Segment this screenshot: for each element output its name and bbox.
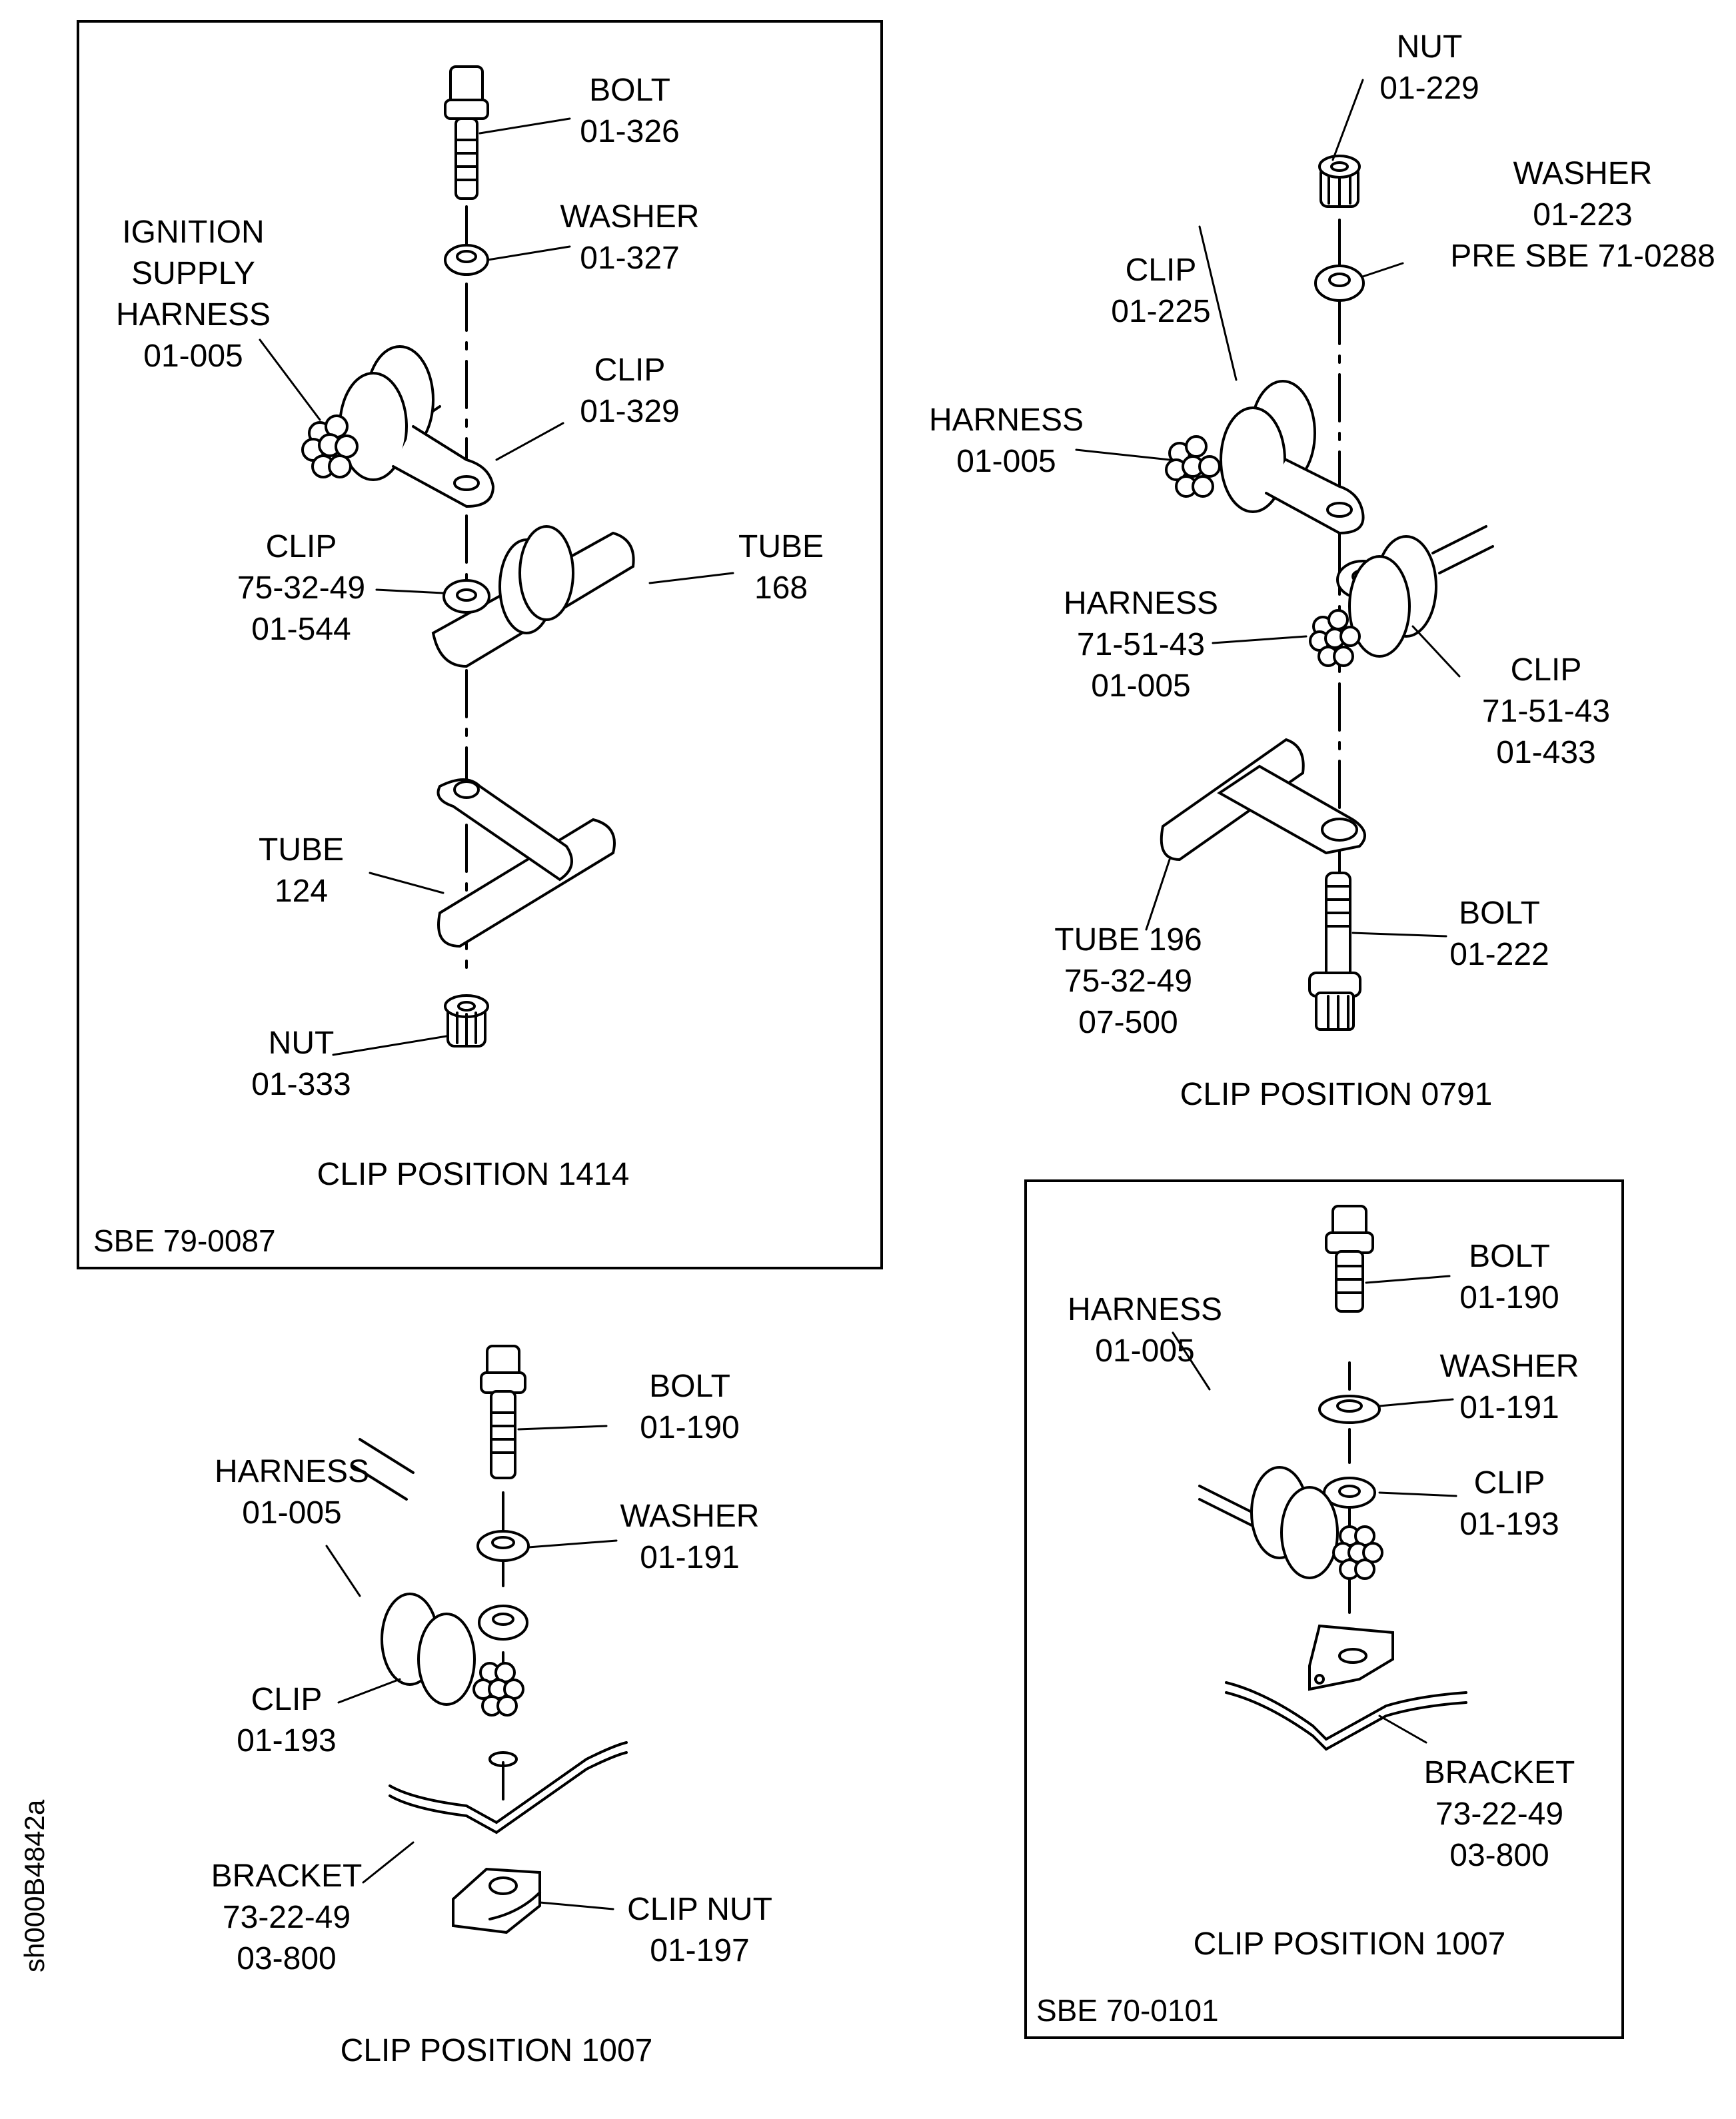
hole-icon [488,1751,518,1767]
washer-icon [476,1530,530,1562]
bracket-plate-icon [1308,1624,1394,1691]
callout-clip-01-193: CLIP 01-193 [237,1682,337,1759]
callout-harness-01-005: HARNESS 01-005 [214,1454,370,1531]
callout-harness-01-005: HARNESS 01-005 [928,402,1084,479]
callout-bolt-01-190: BOLT 01-190 [640,1369,740,1445]
callout-washer-01-327: WASHER 01-327 [560,199,700,276]
callout-nut-01-229: NUT 01-229 [1379,29,1479,106]
panel-box-1414 [77,20,883,1269]
harness-clip-icon [1198,1466,1383,1580]
bolt-icon [444,65,489,200]
washer-icon [444,244,489,276]
harness-clip-2-icon [1309,525,1494,667]
callout-clip-75-32-49: CLIP 75-32-49 01-544 [237,529,366,647]
callout-harness-71-51-43: HARNESS 71-51-43 01-005 [1063,586,1219,704]
callout-ignition-harness: IGNITION SUPPLY HARNESS 01-005 [115,215,271,374]
caption-clip-position-0791: CLIP POSITION 0791 [1180,1077,1493,1112]
callout-bolt-01-326: BOLT 01-326 [580,73,680,149]
bolt-icon [1325,1205,1374,1313]
callout-washer-01-191: WASHER 01-191 [1439,1349,1579,1425]
callout-tube-124: TUBE 124 [258,832,345,909]
panel-1007-sbe-art [1172,1205,1467,1751]
washer-icon [1314,265,1365,302]
bracket-icon [1225,1681,1467,1751]
callout-washer-01-223: WASHER 01-223 PRE SBE 71-0288 [1450,156,1715,274]
panel-0791-art [1075,79,1494,1031]
leader-lines-1414 [259,117,734,1056]
callout-clip-71-51-43: CLIP 71-51-43 01-433 [1481,652,1611,770]
callout-bracket-73-22-49: BRACKET 73-22-49 03-800 [211,1858,363,1976]
bolt-icon [1308,872,1361,1031]
bracket-icon [389,1741,628,1834]
sbe-note-70-0101: SBE 70-0101 [1036,1993,1219,2028]
callout-clip-nut-01-197: CLIP NUT 01-197 [627,1892,772,1968]
caption-clip-position-1007: CLIP POSITION 1007 [340,2033,653,2068]
callout-clip-01-225: CLIP 01-225 [1111,253,1211,329]
leader-lines-1007 [325,1425,618,1910]
caption-clip-position-1414: CLIP POSITION 1414 [317,1157,630,1192]
callout-tube-196: TUBE 196 75-32-49 07-500 [1054,922,1202,1040]
panel-1414-art [259,65,734,1056]
callout-bracket-73-22-49: BRACKET 73-22-49 03-800 [1423,1755,1575,1873]
callout-bolt-01-190: BOLT 01-190 [1459,1239,1559,1315]
leader-lines-0791 [1075,79,1461,938]
callout-harness-01-005: HARNESS 01-005 [1067,1292,1223,1369]
bolt-icon [480,1345,526,1479]
harness-clip-icon [301,345,495,508]
caption-clip-position-1007-sbe: CLIP POSITION 1007 [1193,1926,1506,1962]
clip-nut-icon [452,1867,541,1934]
panel-box-1007-sbe [1024,1179,1624,2039]
panel-1007-art [325,1345,628,1934]
callout-nut-01-333: NUT 01-333 [251,1026,351,1102]
callout-clip-01-329: CLIP 01-329 [580,353,680,429]
nut-icon [1318,155,1361,208]
figure-id: sh000B4842a [19,1799,50,1972]
tube-124-icon [436,778,616,948]
tube-clip-icon [431,525,635,668]
callout-tube-168: TUBE 168 [738,529,824,606]
harness-clip-icon [352,1438,528,1717]
nut-icon [444,994,489,1048]
sbe-note-79-0087: SBE 79-0087 [93,1223,276,1258]
washer-icon [1318,1395,1381,1424]
leader-lines-1007-sbe [1172,1275,1457,1744]
callout-washer-01-191: WASHER 01-191 [620,1499,760,1575]
tube-196-icon [1160,738,1366,862]
harness-clip-icon [1165,380,1365,535]
callout-bolt-01-222: BOLT 01-222 [1449,896,1549,972]
callout-clip-01-193: CLIP 01-193 [1459,1465,1559,1542]
